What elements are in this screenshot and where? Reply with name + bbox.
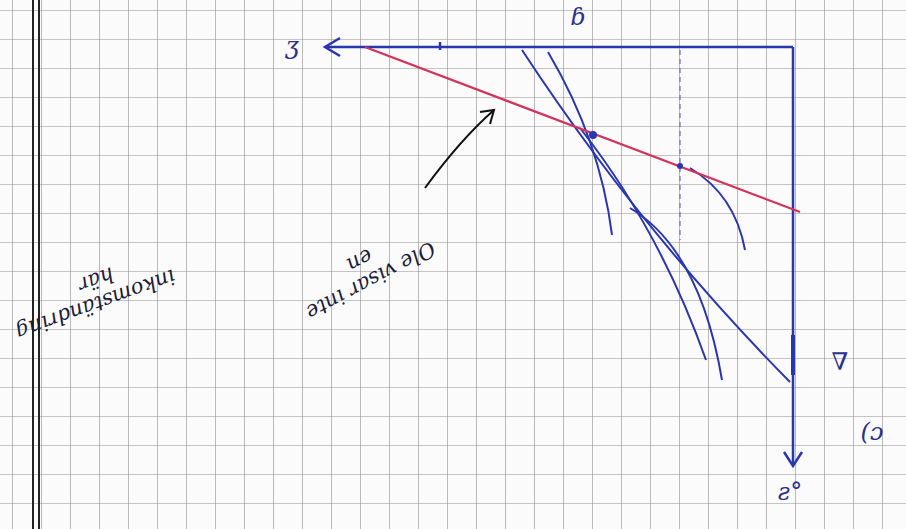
point-label: ∇: [832, 349, 849, 375]
margin-line: [32, 0, 34, 529]
axis-label: ʒ: [285, 33, 299, 59]
tangency-point: [677, 163, 683, 169]
margin-line: [38, 0, 40, 529]
tangency-point: [589, 131, 597, 139]
part-label: (ɔ: [861, 419, 884, 445]
axis-label: ɓ: [570, 4, 585, 30]
dashed-line: [679, 50, 680, 240]
pointer-arrow: [425, 110, 494, 188]
curves: [522, 50, 790, 382]
axis-label: ƨ°: [778, 479, 802, 505]
budget-line: [365, 47, 800, 212]
